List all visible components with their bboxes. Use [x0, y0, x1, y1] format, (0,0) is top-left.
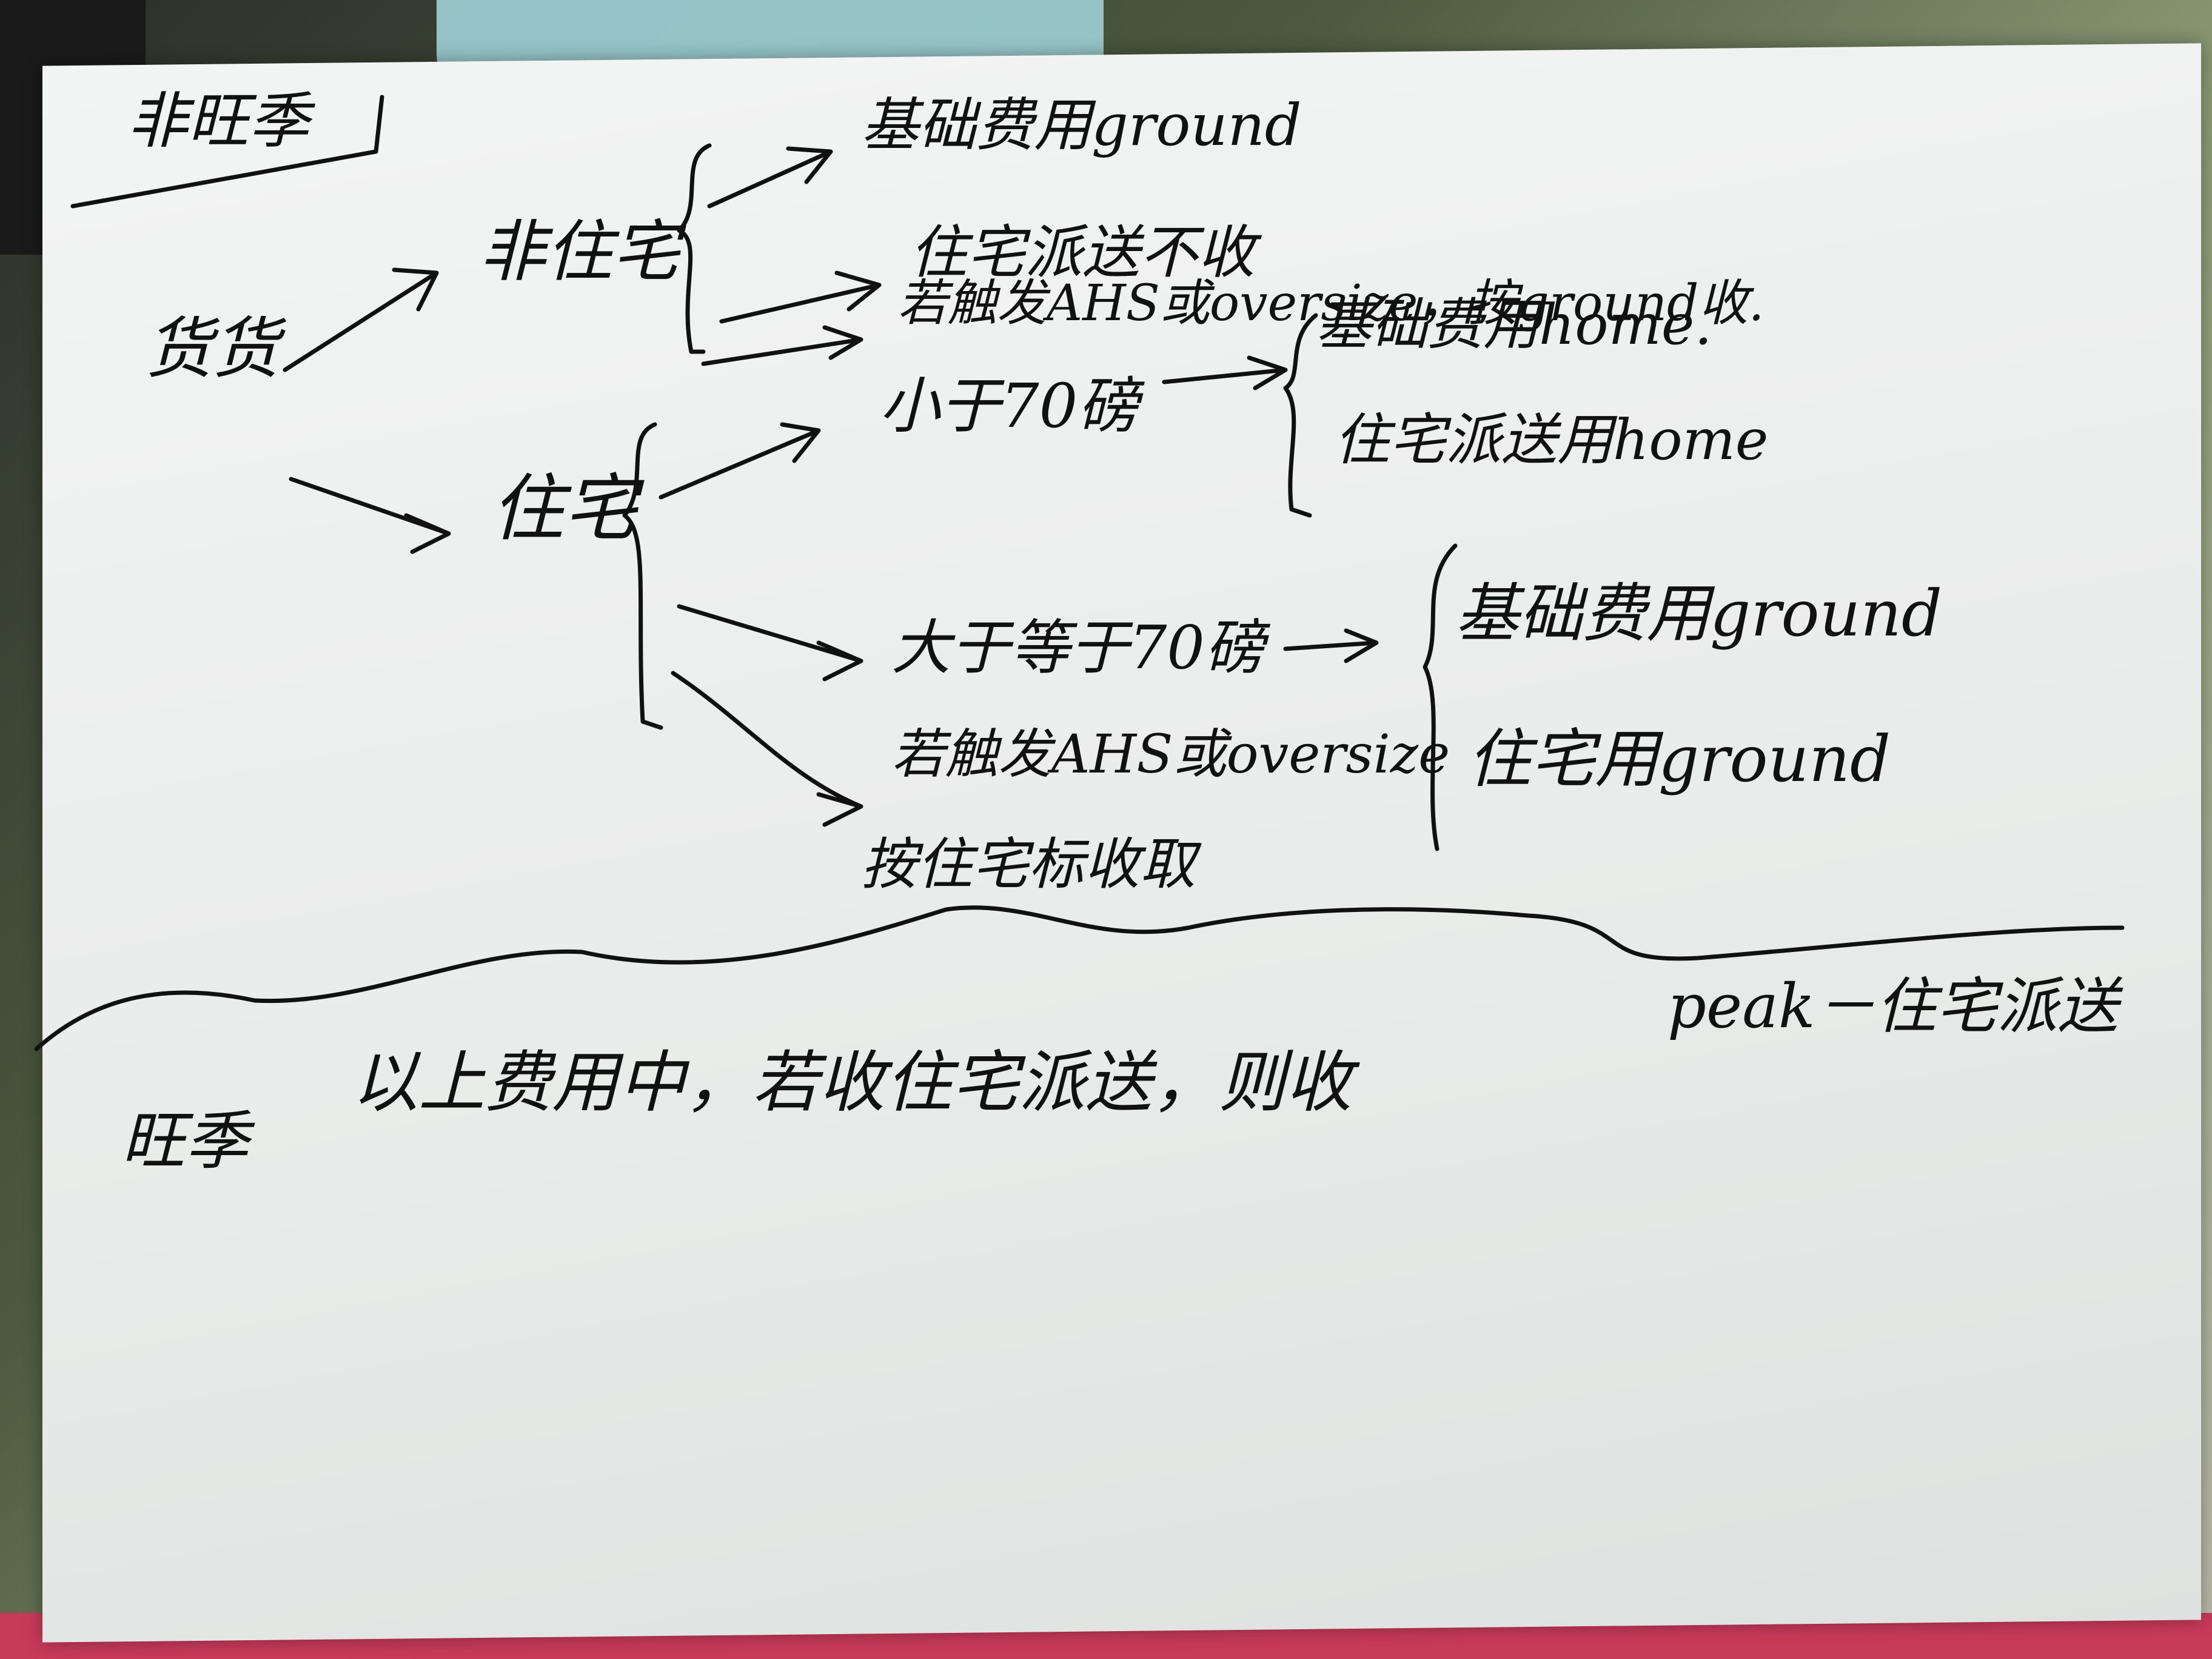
off-peak-label: 非旺季 [127, 85, 309, 156]
arrow-r-under [659, 422, 821, 500]
nr-ahs-oversize: 若触发AHS或oversize，按ground收. [897, 275, 1765, 332]
r-under-delivery: 住宅派送用home [1334, 407, 1769, 472]
r-over-residential: 住宅用ground [1467, 722, 1891, 796]
arrow-r-over [677, 604, 863, 682]
arrow-under-to-fees [1162, 355, 1288, 390]
nr-base-fee: 基础费用ground [861, 92, 1302, 159]
brace-over-fees [1423, 543, 1458, 851]
r-under-base: 基础费用home. [1316, 292, 1712, 357]
brace-nonresidential [677, 143, 712, 354]
r-over-base: 基础费用ground [1455, 577, 1943, 651]
title-box [70, 95, 384, 209]
arrow-r-ahs [671, 671, 863, 827]
nr-residential-delivery: 住宅派送不收 [910, 220, 1256, 286]
brace-residential [622, 422, 663, 730]
arrow-over-to-fees [1283, 628, 1379, 663]
r-under-70: 小于70磅 [879, 370, 1139, 441]
arrow-nr-delivery [719, 270, 882, 324]
brace-under-fees [1283, 313, 1318, 518]
cargo-label: 货货 [146, 310, 279, 387]
peak-rule: 以上费用中，若收住宅派送，则收 [352, 1044, 1352, 1121]
peak-charge: peak－住宅派送 [1667, 971, 2119, 1042]
residential-label: 住宅 [491, 467, 637, 551]
r-over-70: 大于等于70磅 [891, 614, 1264, 683]
divider-wave [34, 905, 2125, 1051]
arrow-nr-base [707, 146, 833, 209]
r-ahs-oversize: 若触发AHS或oversize [891, 723, 1450, 785]
peak-label: 旺季 [121, 1104, 249, 1178]
arrow-nr-ahs [701, 325, 863, 366]
r-ahs-charge: 按住宅标收取 [861, 832, 1196, 897]
arrow-to-nonresidential [283, 267, 439, 372]
arrow-to-residential [289, 477, 451, 554]
non-residential-label: 非住宅 [479, 213, 679, 290]
